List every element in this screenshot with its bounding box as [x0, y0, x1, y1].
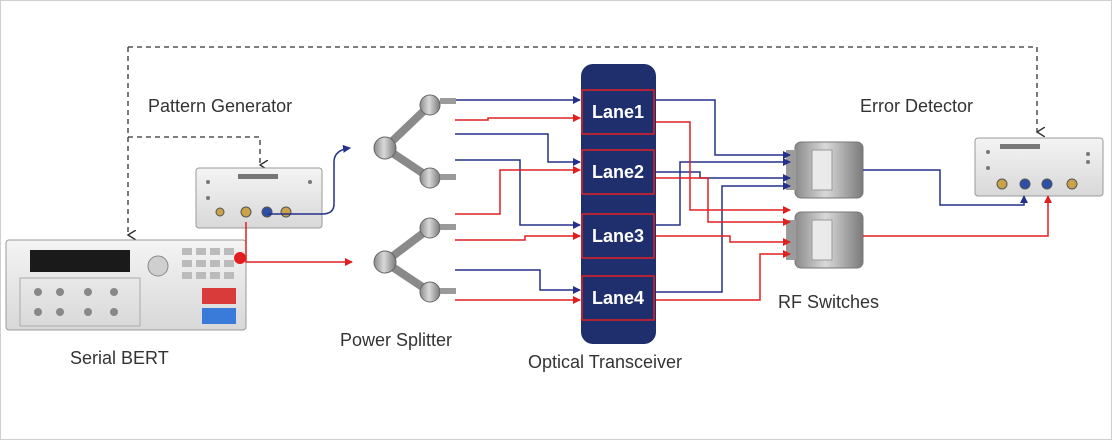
power-splitter-bottom	[373, 217, 456, 303]
pattern-generator-module	[195, 167, 323, 229]
red-signal-paths	[245, 114, 1052, 304]
rf-switch-top	[786, 141, 864, 199]
pattern-generator-label: Pattern Generator	[148, 96, 293, 116]
power-splitter-label: Power Splitter	[340, 330, 453, 350]
lane-label-3: Lane3	[592, 226, 644, 246]
blue-signal-paths	[268, 96, 1028, 294]
serial-bert-instrument	[5, 239, 247, 331]
lane-box-1: Lane1	[581, 89, 655, 135]
error-detector-label: Error Detector	[860, 96, 974, 116]
lane-box-3: Lane3	[581, 213, 655, 259]
power-splitter-top	[373, 94, 456, 189]
control-dashed-lines	[128, 46, 1037, 235]
lane-box-2: Lane2	[581, 149, 655, 195]
optical-transceiver-label: Optical Transceiver	[528, 352, 683, 372]
error-detector-module	[974, 137, 1104, 197]
lane-label-4: Lane4	[592, 288, 644, 308]
rf-switch-bottom	[786, 211, 864, 269]
lane-label-2: Lane2	[592, 162, 644, 182]
lane-label-1: Lane1	[592, 102, 644, 122]
rf-switches-label: RF Switches	[778, 292, 880, 312]
serial-bert-label: Serial BERT	[70, 348, 169, 368]
lane-box-4: Lane4	[581, 275, 655, 321]
